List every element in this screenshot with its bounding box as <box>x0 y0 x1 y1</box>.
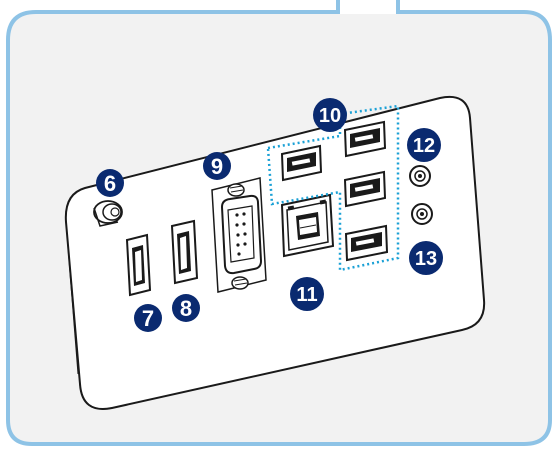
callout-6: 6 <box>96 169 124 197</box>
displayport-icon <box>172 221 197 283</box>
callout-9-label: 9 <box>211 154 223 179</box>
callout-10: 10 <box>313 98 347 132</box>
callout-9: 9 <box>203 152 231 180</box>
callout-8-label: 8 <box>180 296 192 321</box>
audio-in-jack-icon <box>412 204 432 224</box>
callout-12: 12 <box>407 128 441 162</box>
callout-8: 8 <box>172 294 200 322</box>
callout-6-label: 6 <box>104 171 116 196</box>
callout-10-label: 10 <box>319 105 341 127</box>
callout-12-label: 12 <box>413 135 435 157</box>
callout-13: 13 <box>409 241 443 275</box>
callout-7-label: 7 <box>142 306 154 331</box>
antenna-connector-icon <box>94 201 122 226</box>
lan-port-icon <box>282 195 333 256</box>
frame-notch <box>340 0 396 14</box>
hdmi-port-icon <box>127 235 150 295</box>
callout-11-label: 11 <box>296 284 317 306</box>
audio-out-jack-icon <box>410 166 430 186</box>
callout-11: 11 <box>290 277 324 311</box>
callout-13-label: 13 <box>415 248 437 270</box>
callout-7: 7 <box>134 304 162 332</box>
